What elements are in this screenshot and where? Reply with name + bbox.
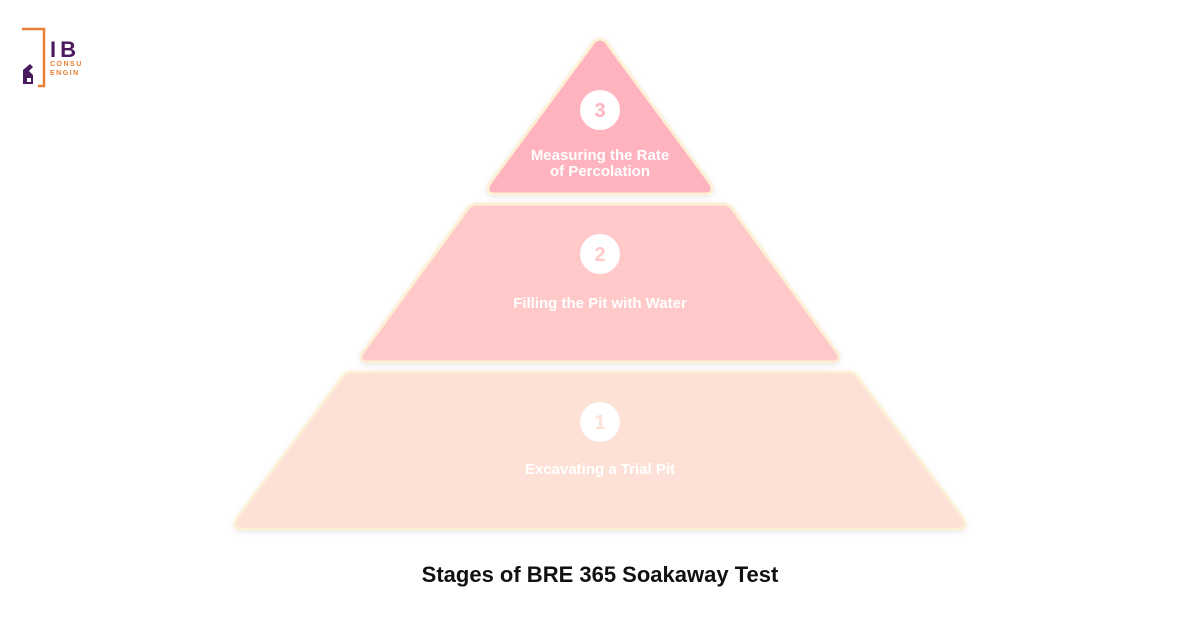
logo-letters: IB <box>50 37 80 62</box>
logo-mark-icon <box>23 64 33 84</box>
logo-line-2: ENGIN <box>50 70 80 77</box>
tier-2-number: 2 <box>594 244 605 266</box>
diagram-caption: Stages of BRE 365 Soakaway Test <box>421 562 779 587</box>
logo-bracket <box>22 27 46 88</box>
tier-3-label-line-1: Measuring the Rate <box>531 147 669 164</box>
tier-2-shape <box>359 202 841 364</box>
company-logo: IB CONSU ENGIN <box>22 27 83 88</box>
tier-3-number: 3 <box>594 100 605 122</box>
pyramid-tier-1: 1 Excavating a Trial Pit <box>233 370 967 531</box>
tier-2-label: Filling the Pit with Water <box>513 295 687 312</box>
pyramid-tier-2: 2 Filling the Pit with Water <box>359 202 841 364</box>
tier-1-number: 1 <box>594 412 605 434</box>
logo-line-1: CONSU <box>50 61 83 68</box>
tier-3-label-line-2: of Percolation <box>550 163 650 180</box>
tier-1-label: Excavating a Trial Pit <box>525 461 675 478</box>
pyramid-tier-3: 3 Measuring the Rate of Percolation <box>486 37 714 196</box>
tier-3-badge <box>580 90 620 130</box>
tier-1-shape <box>233 370 967 531</box>
tier-2-badge <box>580 234 620 274</box>
tier-1-badge <box>580 402 620 442</box>
